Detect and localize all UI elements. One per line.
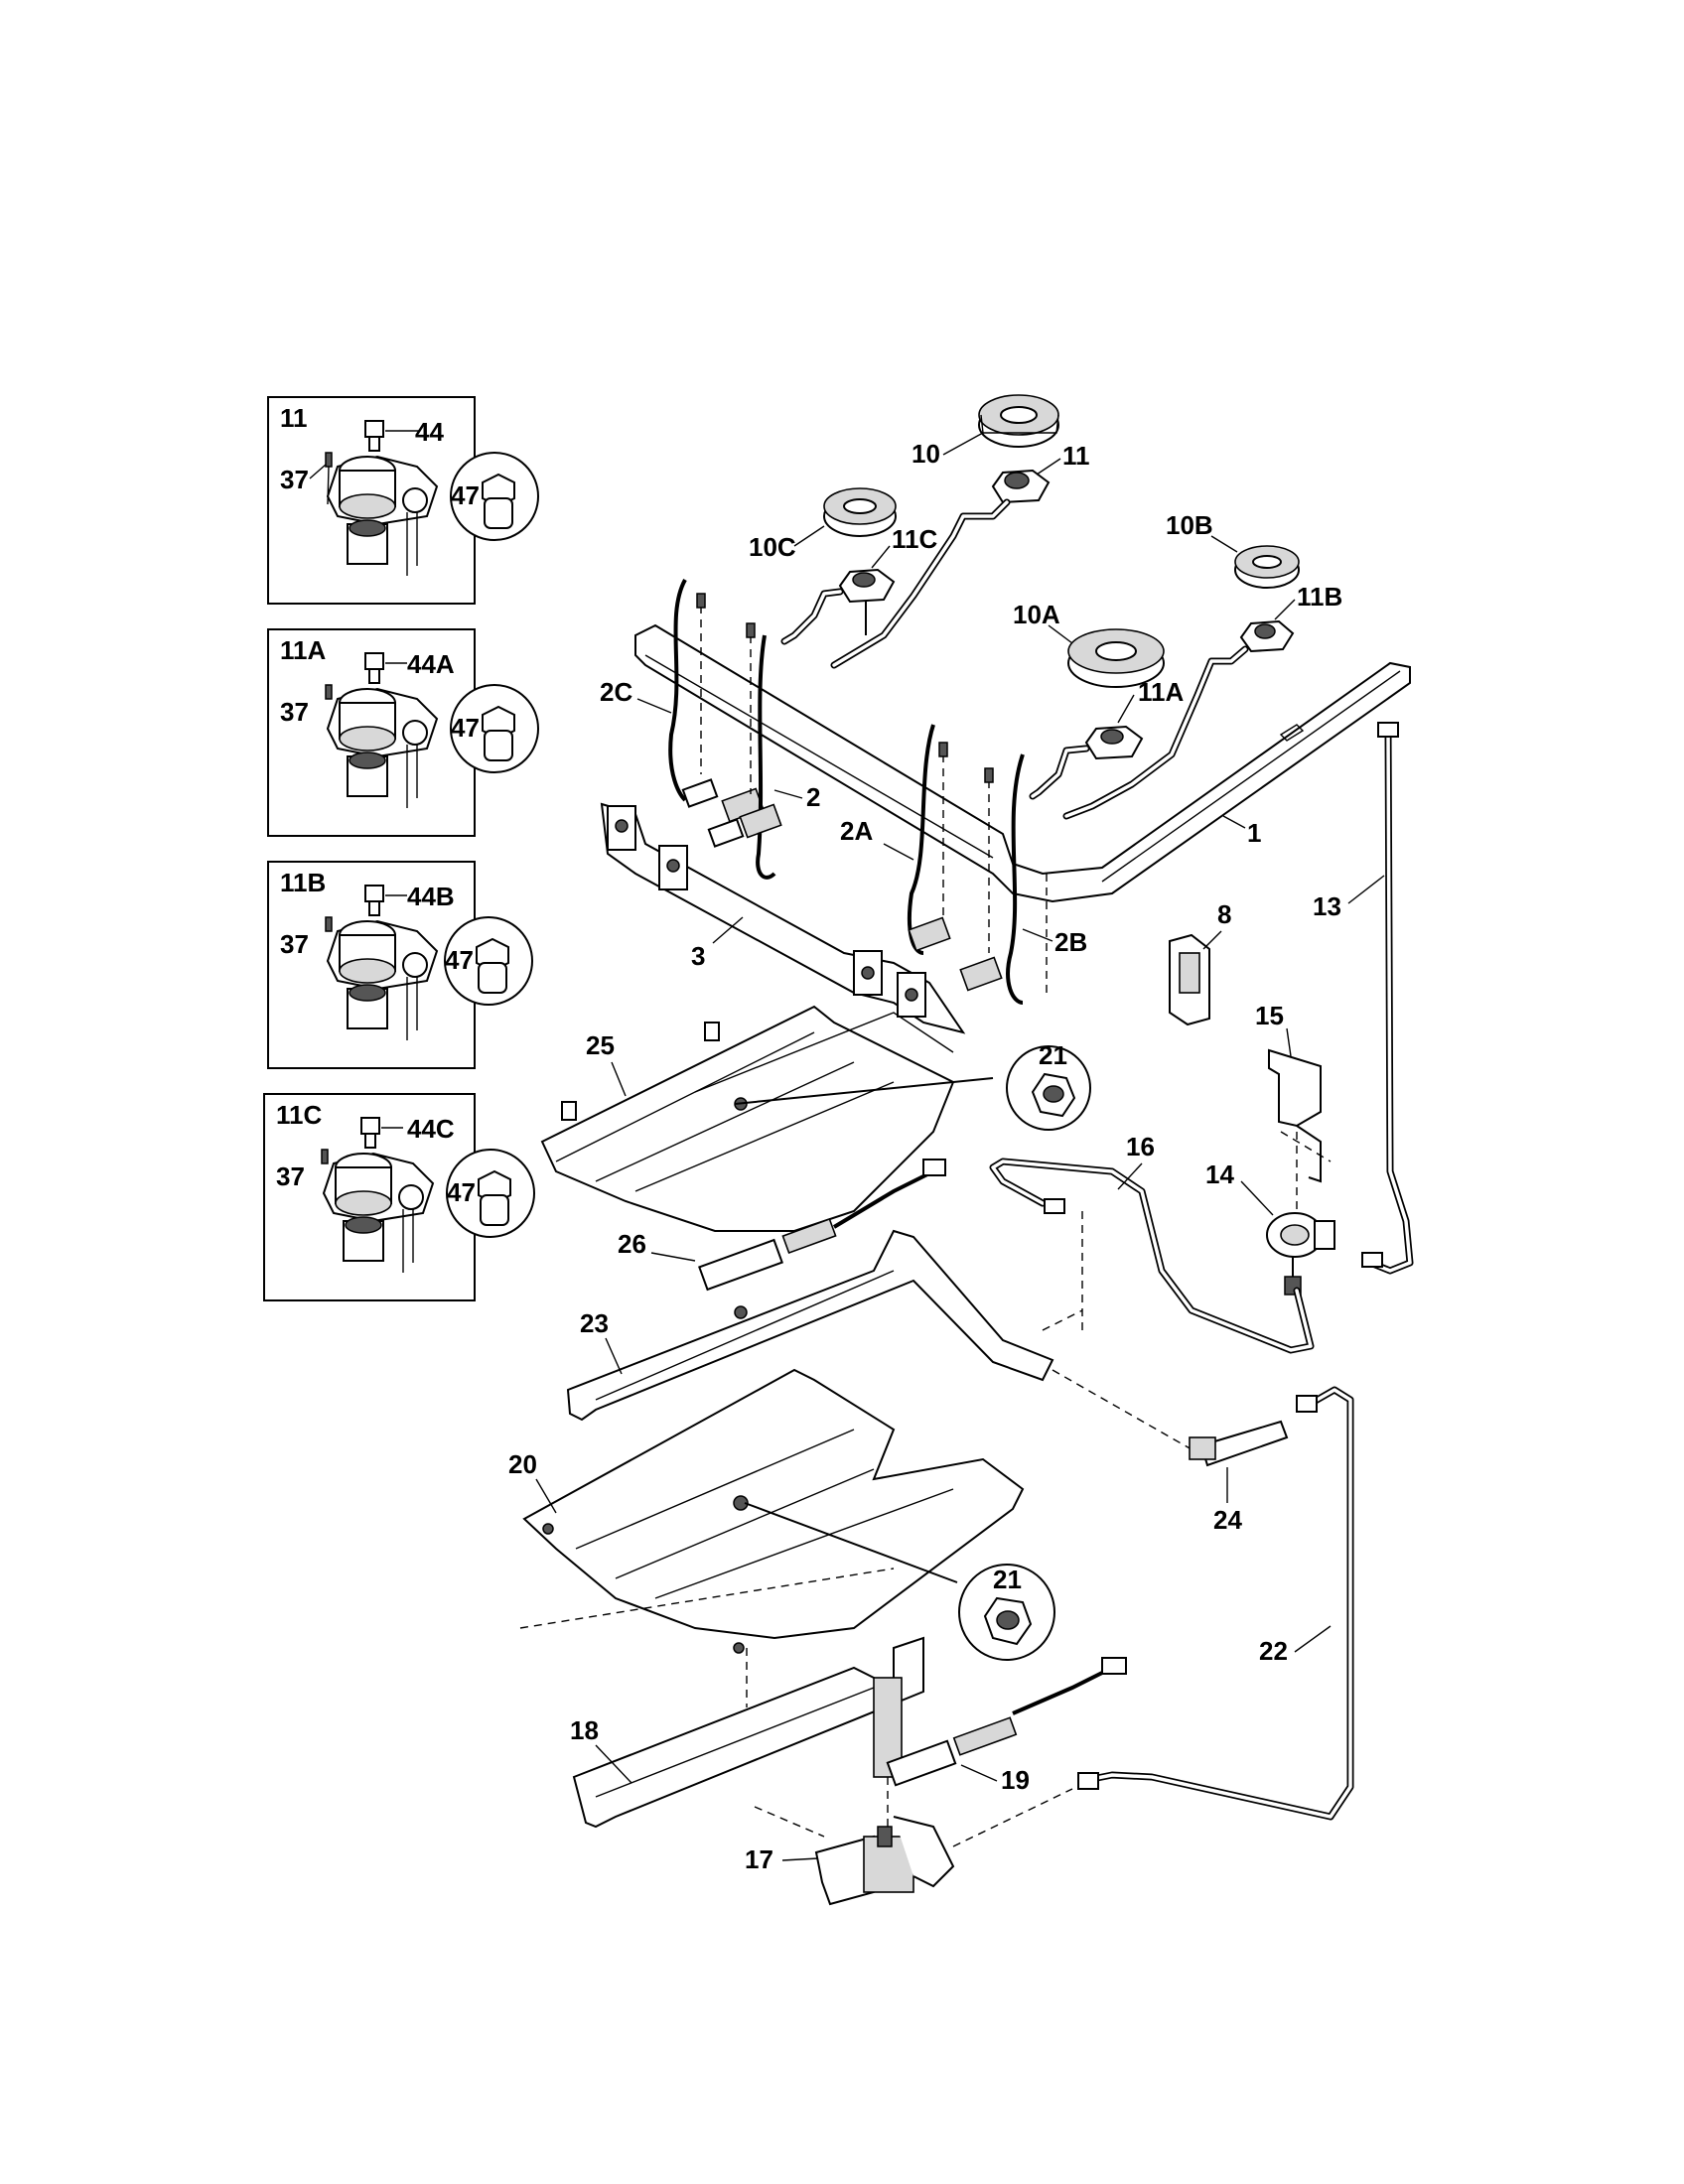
orifice-47-callout [444,916,533,1006]
callout-1: 1 [1247,818,1261,848]
callout-23: 23 [580,1308,609,1338]
label-37: 37 [280,929,309,959]
label-37: 37 [276,1161,305,1191]
orifice-47-callout [450,684,539,773]
callout-14: 14 [1205,1160,1234,1189]
callout-10: 10 [912,439,940,469]
label-47: 47 [445,945,474,975]
line-16 [989,1158,1383,1354]
callout-22: 22 [1259,1636,1288,1666]
callout-10B: 10B [1166,510,1213,540]
valve-11B [1239,619,1295,653]
locknut-21-callout-upper: 21 [1006,1040,1091,1131]
callout-19: 19 [1001,1765,1030,1795]
callout-16: 16 [1126,1132,1155,1161]
valve-2-group [707,634,782,880]
callout-15: 15 [1255,1001,1284,1030]
callout-8: 8 [1217,899,1231,929]
callout-2B: 2B [1054,927,1087,957]
callout-24: 24 [1213,1505,1242,1535]
inset-title: 11A [280,635,326,665]
inset-11A: 11A 44A 37 47 [267,628,539,837]
burner-10 [978,394,1059,448]
burner-23 [566,1211,1193,1450]
callout-2C: 2C [600,677,632,707]
valve-orifice-drawing [321,1117,435,1273]
inset-11B: 11B 44B 37 47 [267,861,533,1069]
inset-title: 11C [276,1100,322,1130]
baffle-20 [519,1368,1025,1707]
callout-21-lower: 21 [993,1565,1022,1594]
label-37: 37 [280,465,309,494]
callout-26: 26 [618,1229,646,1259]
label-44B: 44B [407,882,455,911]
callout-labels: 1 2 2A 2B 2C 3 8 10 10A 10B 10C 11 11A 1… [508,432,1385,1874]
regulator-14 [1266,1212,1335,1296]
callout-18: 18 [570,1715,599,1745]
label-37: 37 [280,697,309,727]
manifold-1 [634,623,1411,903]
label-44: 44 [415,417,444,447]
callout-11B: 11B [1297,582,1342,612]
callout-11: 11 [1062,441,1090,471]
part-8 [1169,933,1210,1026]
safety-valve-17 [814,1788,1073,1906]
valve-orifice-drawing [325,420,439,576]
burner-18 [572,1636,924,1838]
orifice-47-callout [446,1149,535,1238]
orifice-24 [1189,1420,1289,1467]
callout-3: 3 [691,941,705,971]
inset-11C: 11C 44C 37 47 [263,1093,535,1301]
burner-10C [823,487,897,537]
callout-25: 25 [586,1030,615,1060]
inset-title: 11B [280,868,326,897]
callout-11C: 11C [892,524,937,554]
callout-10C: 10C [749,532,796,562]
label-47: 47 [451,480,480,510]
baffle-25 [540,1005,994,1232]
valve-orifice-drawing [325,885,439,1040]
callout-10A: 10A [1013,600,1060,629]
burner-tubes [780,498,1249,820]
callout-13: 13 [1313,891,1341,921]
callout-20: 20 [508,1449,537,1479]
valve-orifice-drawing [325,652,439,808]
label-44A: 44A [407,649,455,679]
valve-11C [838,568,896,635]
valve-2B-group [959,753,1048,1005]
bracket-15 [1268,1048,1332,1211]
burner-10B [1234,545,1300,589]
inset-11: 11 44 37 47 [267,396,539,605]
callout-2: 2 [806,782,820,812]
inset-title: 11 [280,403,308,433]
line-13 [1366,722,1414,1275]
label-44C: 44C [407,1114,455,1144]
locknut-21-callout-lower: 21 [958,1564,1055,1661]
callout-17: 17 [745,1844,773,1874]
callout-21-upper: 21 [1039,1040,1067,1070]
bracket-3 [600,802,966,1034]
valve-11 [991,469,1051,504]
callout-11A: 11A [1138,677,1184,707]
callout-2A: 2A [840,816,873,846]
valve-2A-group [907,724,994,955]
igniter-19 [886,1657,1127,1787]
label-47: 47 [451,713,480,743]
orifice-47-callout [450,452,539,541]
line-22 [1077,1386,1354,1821]
valve-11A [1084,725,1144,760]
burner-10A [1067,628,1165,688]
label-47: 47 [447,1177,476,1207]
igniter-26 [698,1159,946,1319]
